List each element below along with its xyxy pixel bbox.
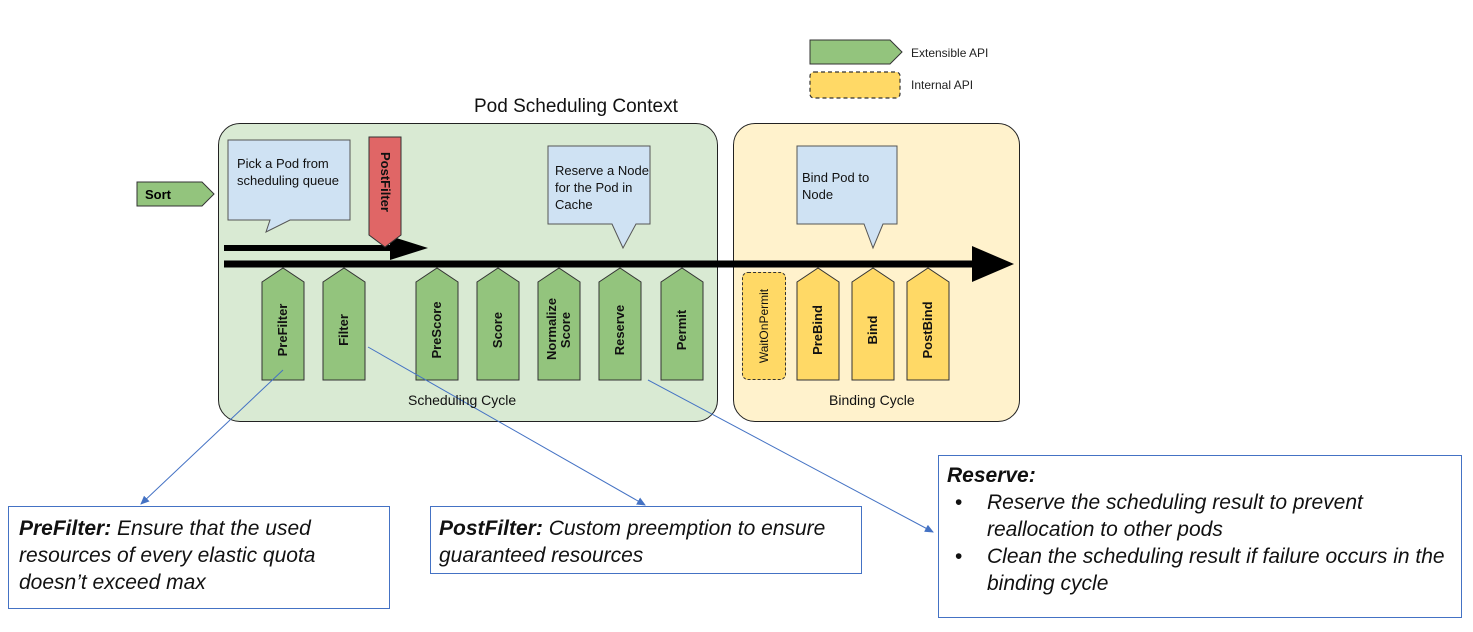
plugin-filter-shape	[322, 267, 366, 381]
plugin-postbind-label: PostBind	[920, 301, 935, 359]
sort-arrow	[136, 181, 215, 207]
note-reserve-bullet: Clean the scheduling result if failure o…	[947, 543, 1453, 597]
plugin-permit-label: Permit	[674, 309, 689, 351]
note-prefilter-title: PreFilter:	[19, 517, 112, 540]
plugin-score-label: Score	[490, 311, 505, 349]
wait-on-permit-label: WaitOnPermit	[757, 288, 771, 364]
plugin-prefilter-shape	[261, 267, 305, 381]
callout-pick-pod: Pick a Pod from scheduling queue	[237, 156, 339, 188]
connector-prefilter	[140, 369, 284, 505]
callout-reserve-node-shape	[547, 145, 651, 250]
note-prefilter: PreFilter: Ensure that the used resource…	[8, 506, 390, 609]
callout-reserve-node: Reserve a Node for the Pod in Cache	[555, 163, 649, 212]
note-reserve-list: Reserve the scheduling result to prevent…	[947, 489, 1453, 597]
sort-label: Sort	[145, 187, 171, 202]
note-reserve-bullet: Reserve the scheduling result to prevent…	[947, 489, 1453, 543]
callout-bind-pod-shape	[796, 145, 898, 250]
callout-pick-pod-shape	[227, 139, 351, 233]
note-postfilter-content: PostFilter: Custom preemption to ensure …	[439, 515, 853, 569]
connector-postfilter	[367, 346, 646, 506]
diagram-title: Pod Scheduling Context	[474, 96, 678, 117]
plugin-prescore-shape	[415, 267, 459, 381]
note-prefilter-content: PreFilter: Ensure that the used resource…	[19, 515, 379, 596]
plugin-reserve-shape	[598, 267, 642, 381]
legend-icons	[809, 39, 903, 99]
plugin-permit-shape	[660, 267, 704, 381]
plugin-prefilter-label: PreFilter	[275, 303, 290, 357]
binding-cycle-label: Binding Cycle	[829, 392, 915, 408]
plugin-filter-label: Filter	[336, 314, 351, 346]
plugin-bind-label: Bind	[865, 315, 880, 345]
plugin-postbind-shape	[906, 267, 950, 381]
note-postfilter: PostFilter: Custom preemption to ensure …	[430, 506, 862, 574]
plugin-normalize-score-label: Normalize Score	[544, 297, 573, 360]
plugin-prescore-label: PreScore	[429, 301, 444, 359]
note-reserve-title: Reserve:	[947, 464, 1036, 487]
callout-bind-pod: Bind Pod to Node	[802, 170, 870, 202]
postfilter-label: PostFilter	[378, 152, 393, 212]
plugin-reserve-label: Reserve	[612, 304, 627, 356]
note-prefilter-text: Ensure that the used resources of every …	[19, 517, 316, 594]
legend-extensible-label: Extensible API	[911, 46, 989, 60]
wait-on-permit-box	[742, 272, 786, 380]
main-flow-arrowhead	[972, 246, 1014, 282]
plugin-normalize-score-shape	[537, 267, 581, 381]
legend-internal-label: Internal API	[911, 78, 974, 92]
postfilter-shape	[368, 136, 402, 248]
note-postfilter-text: Custom preemption to ensure guaranteed r…	[439, 517, 826, 567]
plugin-bind-shape	[851, 267, 895, 381]
short-flow-arrowhead	[390, 236, 428, 260]
scheduling-cycle-label: Scheduling Cycle	[408, 392, 517, 408]
connector-reserve	[647, 379, 934, 533]
note-postfilter-title: PostFilter:	[439, 517, 543, 540]
legend-extensible-swatch	[809, 39, 903, 65]
note-reserve: Reserve: Reserve the scheduling result t…	[938, 455, 1462, 618]
legend-internal-swatch	[809, 71, 901, 99]
plugin-score-shape	[476, 267, 520, 381]
plugin-prebind-label: PreBind	[810, 305, 825, 355]
plugin-prebind-shape	[796, 267, 840, 381]
